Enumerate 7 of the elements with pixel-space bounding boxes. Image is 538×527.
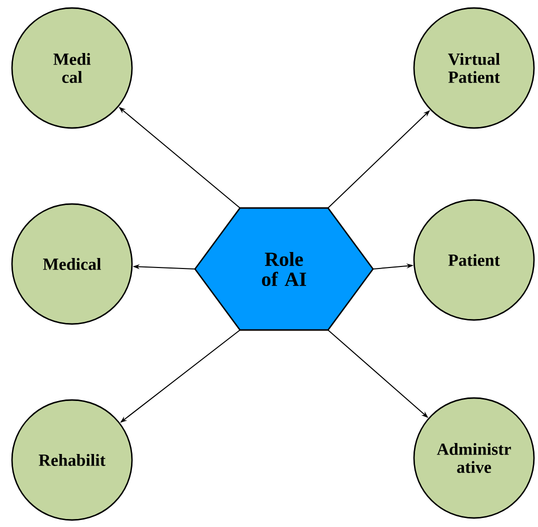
circle-node: Patient [413, 199, 535, 321]
circle-node: Rehabilit [11, 399, 133, 521]
circle-node: Virtual Patient [413, 7, 535, 129]
hexagon-node: Role of AI [194, 207, 374, 331]
circle-node: Administr ative [413, 397, 535, 519]
circle-node: Medi cal [11, 7, 133, 129]
circle-node: Medical [11, 203, 133, 325]
